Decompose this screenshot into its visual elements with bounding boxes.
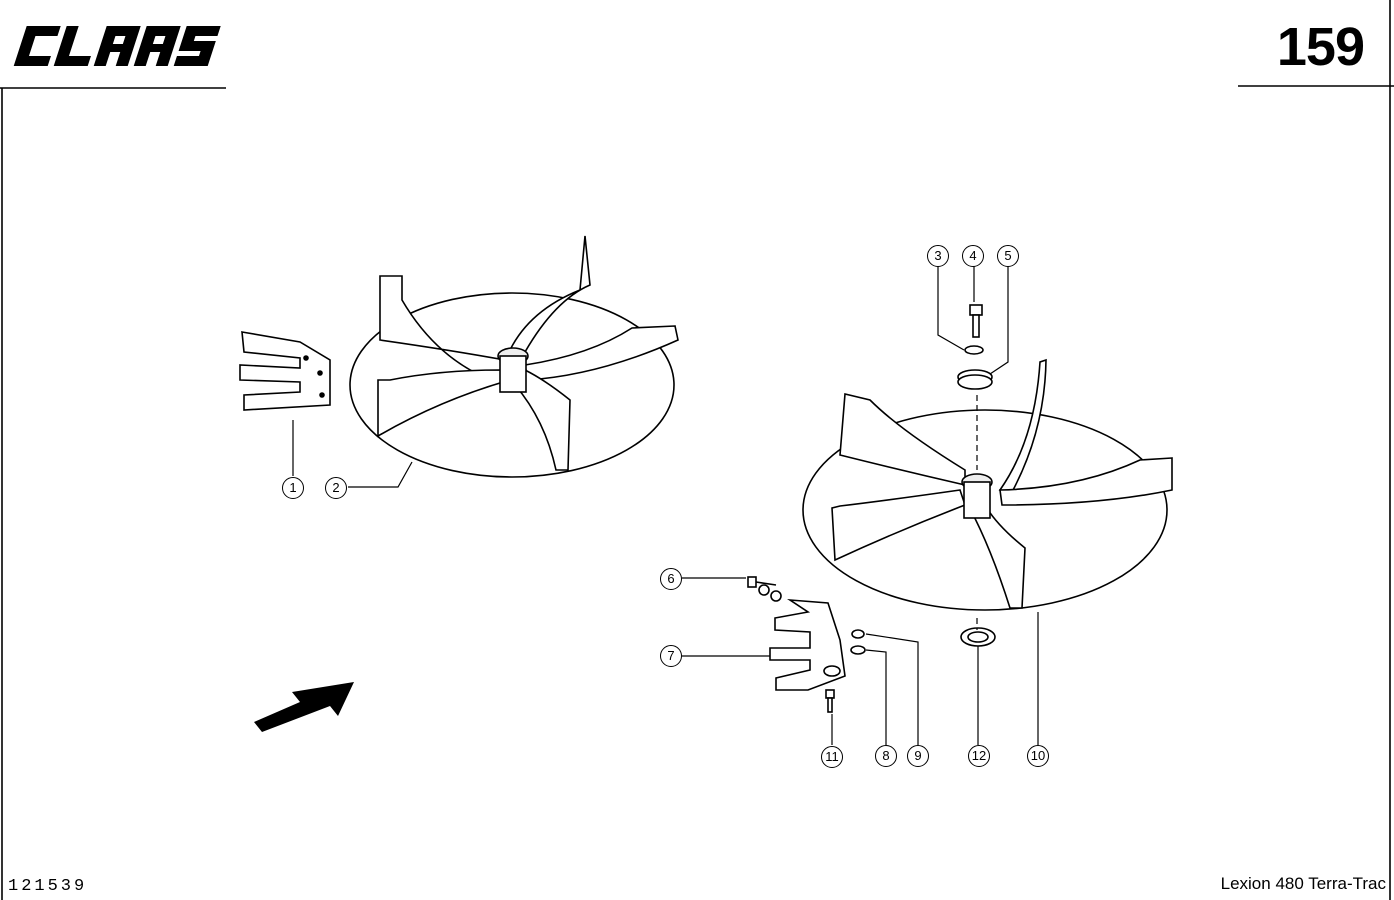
blade-insert-part-1	[239, 331, 331, 411]
bracket-assembly	[747, 576, 866, 713]
callout-10: 10	[1027, 745, 1049, 767]
page-number: 159	[1276, 17, 1365, 77]
callout-4: 4	[962, 245, 984, 267]
claas-logo	[13, 26, 221, 66]
fan-wheel-part-2	[349, 235, 679, 478]
fan-wheel-part-10	[802, 358, 1173, 630]
callout-12: 12	[968, 745, 990, 767]
model-name: Lexion 480 Terra-Trac	[1220, 874, 1386, 893]
document-number: 121539	[8, 877, 88, 896]
arrow-icon	[254, 682, 354, 732]
callout-2: 2	[325, 477, 347, 499]
callout-6: 6	[660, 568, 682, 590]
callout-7: 7	[660, 645, 682, 667]
callout-3: 3	[927, 245, 949, 267]
callout-1: 1	[282, 477, 304, 499]
callout-9: 9	[907, 745, 929, 767]
callout-5: 5	[997, 245, 1019, 267]
bolt-washer-set	[957, 304, 993, 390]
ring-part-12	[960, 627, 996, 647]
leader-lines	[292, 266, 1039, 745]
callout-11: 11	[821, 746, 843, 768]
callout-8: 8	[875, 745, 897, 767]
